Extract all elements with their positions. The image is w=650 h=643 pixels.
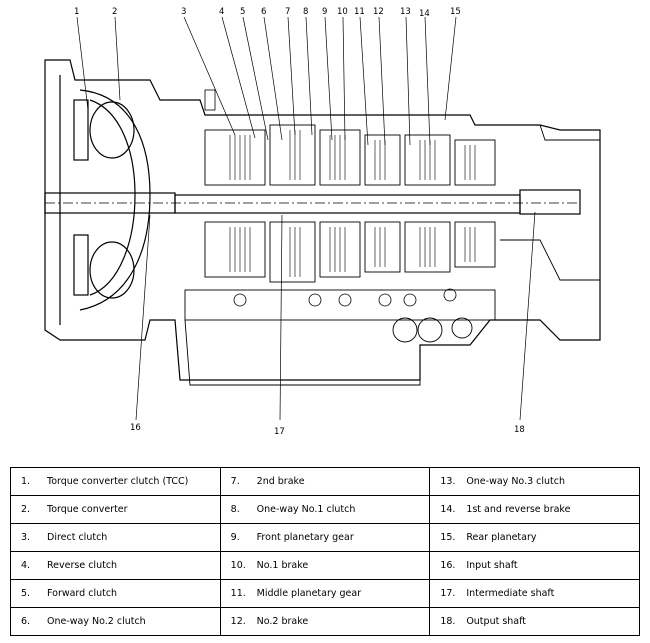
legend-cell: 7.2nd brake xyxy=(219,467,431,496)
transmission-cutaway-diagram: 1 2 3 4 5 6 7 8 9 10 11 12 13 14 15 16 1… xyxy=(44,7,601,437)
legend-cell: 10.No.1 brake xyxy=(219,551,431,580)
callout-5: 5 xyxy=(240,7,245,17)
legend-cell: 11.Middle planetary gear xyxy=(219,579,431,608)
callout-12: 12 xyxy=(373,7,384,17)
legend-row: 3.Direct clutch 9.Front planetary gear 1… xyxy=(10,523,640,552)
transmission-drawing xyxy=(44,59,601,386)
legend-cell: 9.Front planetary gear xyxy=(219,523,431,552)
legend-cell: 4.Reverse clutch xyxy=(10,551,221,580)
legend-cell: 12.No.2 brake xyxy=(219,607,431,636)
callout-leader-lines xyxy=(76,16,536,421)
callout-14: 14 xyxy=(419,9,430,19)
parts-legend-table: 1.Torque converter clutch (TCC) 7.2nd br… xyxy=(10,467,640,636)
callout-2: 2 xyxy=(112,7,117,17)
legend-cell: 14.1st and reverse brake xyxy=(429,495,640,524)
callout-18: 18 xyxy=(514,425,525,435)
legend-row: 5.Forward clutch 11.Middle planetary gea… xyxy=(10,579,640,608)
callout-4: 4 xyxy=(219,7,224,17)
callout-17: 17 xyxy=(274,427,285,437)
callout-9: 9 xyxy=(322,7,327,17)
legend-cell: 17.Intermediate shaft xyxy=(429,579,640,608)
legend-row: 1.Torque converter clutch (TCC) 7.2nd br… xyxy=(10,467,640,496)
callout-1: 1 xyxy=(74,7,79,17)
legend-cell: 8.One-way No.1 clutch xyxy=(219,495,431,524)
callout-11: 11 xyxy=(354,7,365,17)
legend-cell: 1.Torque converter clutch (TCC) xyxy=(10,467,221,496)
callout-7: 7 xyxy=(285,7,290,17)
legend-cell: 16.Input shaft xyxy=(429,551,640,580)
legend-cell: 6.One-way No.2 clutch xyxy=(10,607,221,636)
callout-8: 8 xyxy=(303,7,308,17)
legend-cell: 18.Output shaft xyxy=(429,607,640,636)
legend-cell: 13.One-way No.3 clutch xyxy=(429,467,640,496)
callout-6: 6 xyxy=(261,7,266,17)
callout-10: 10 xyxy=(337,7,348,17)
legend-cell: 5.Forward clutch xyxy=(10,579,221,608)
callout-15: 15 xyxy=(450,7,461,17)
legend-row: 2.Torque converter 8.One-way No.1 clutch… xyxy=(10,495,640,524)
legend-row: 6.One-way No.2 clutch 12.No.2 brake 18.O… xyxy=(10,607,640,636)
callout-3: 3 xyxy=(181,7,186,17)
callout-numbers: 1 2 3 4 5 6 7 8 9 10 11 12 13 14 15 16 1… xyxy=(74,7,525,437)
callout-16: 16 xyxy=(130,423,141,433)
legend-cell: 3.Direct clutch xyxy=(10,523,221,552)
callout-13: 13 xyxy=(400,7,411,17)
legend-cell: 15.Rear planetary xyxy=(429,523,640,552)
legend-row: 4.Reverse clutch 10.No.1 brake 16.Input … xyxy=(10,551,640,580)
legend-cell: 2.Torque converter xyxy=(10,495,221,524)
